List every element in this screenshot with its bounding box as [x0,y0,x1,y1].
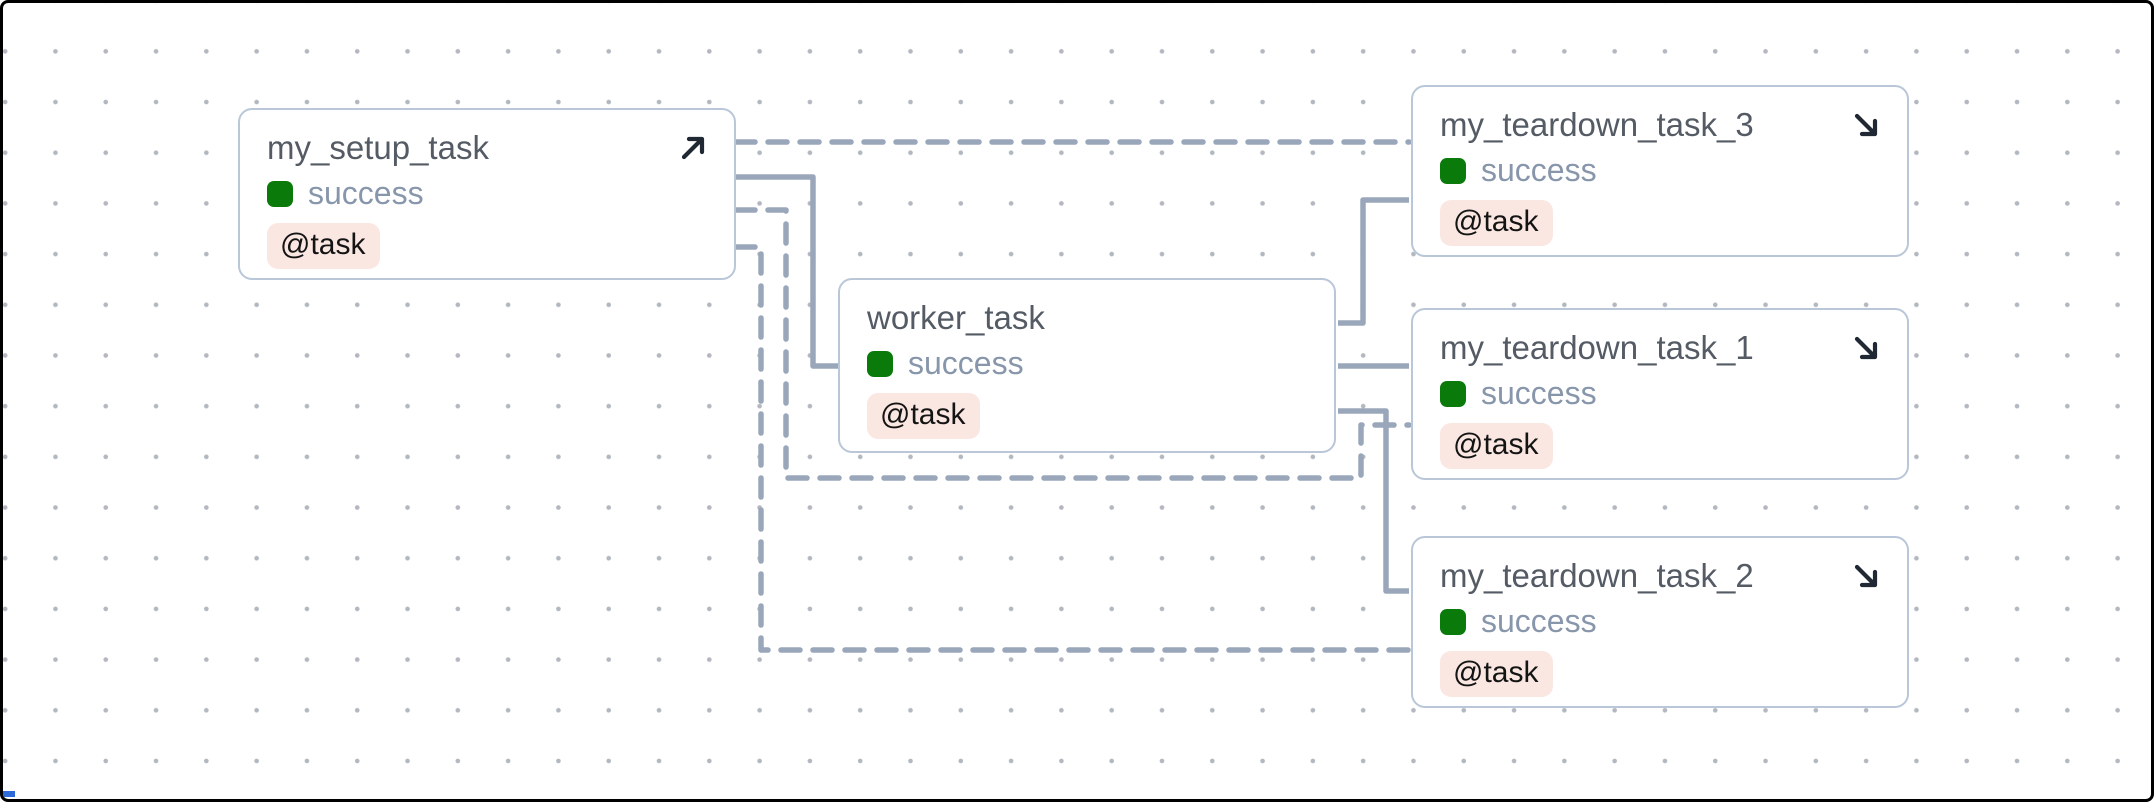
task-decorator-badge: @task [267,223,381,269]
teardown-arrow-down-right-icon [1849,331,1883,365]
task-name-label: my_teardown_task_1 [1440,329,1754,366]
task-status-row: success [1440,375,1883,412]
teardown-arrow-down-right-icon [1849,559,1883,593]
task-state-label: success [1481,375,1597,411]
task-status-row: success [867,345,1310,382]
teardown-arrow-down-right-icon [1849,108,1883,142]
task-state-label: success [908,345,1024,381]
task-state-label: success [1481,603,1597,639]
task-name-label: my_setup_task [267,129,489,166]
task-decorator-badge: @task [1440,423,1554,469]
task-node-my_teardown_task_1[interactable]: my_teardown_task_1 success @task [1411,308,1909,480]
success-status-square-icon [867,350,893,377]
task-header: my_teardown_task_1 [1440,328,1883,368]
task-name-label: worker_task [867,299,1045,336]
task-state-label: success [1481,152,1597,188]
edge-my_setup_task-to-worker_task [736,174,838,369]
task-node-my_teardown_task_3[interactable]: my_teardown_task_3 success @task [1411,85,1909,257]
success-status-square-icon [267,180,293,207]
task-state-label: success [308,175,424,211]
success-status-square-icon [1440,608,1466,635]
setup-arrow-up-right-icon [676,131,710,165]
edge-worker_task-to-my_teardown_task_3 [1338,197,1409,326]
edge-worker_task-to-my_teardown_task_2 [1338,408,1409,594]
task-header: my_setup_task [267,128,710,168]
task-node-worker_task[interactable]: worker_task success @task [838,278,1336,453]
task-node-my_setup_task[interactable]: my_setup_task success @task [238,108,736,280]
task-status-row: success [1440,603,1883,640]
task-status-row: success [1440,152,1883,189]
task-decorator-badge: @task [1440,651,1554,697]
task-decorator-badge: @task [867,393,981,439]
task-name-label: my_teardown_task_2 [1440,557,1754,594]
horizontal-scrollbar-thumb[interactable] [3,791,15,797]
task-decorator-badge: @task [1440,200,1554,246]
task-name-label: my_teardown_task_3 [1440,106,1754,143]
task-status-row: success [267,175,710,212]
success-status-square-icon [1440,380,1466,407]
success-status-square-icon [1440,157,1466,184]
task-node-my_teardown_task_2[interactable]: my_teardown_task_2 success @task [1411,536,1909,708]
task-header: worker_task [867,298,1310,338]
task-header: my_teardown_task_3 [1440,105,1883,145]
task-header: my_teardown_task_2 [1440,556,1883,596]
